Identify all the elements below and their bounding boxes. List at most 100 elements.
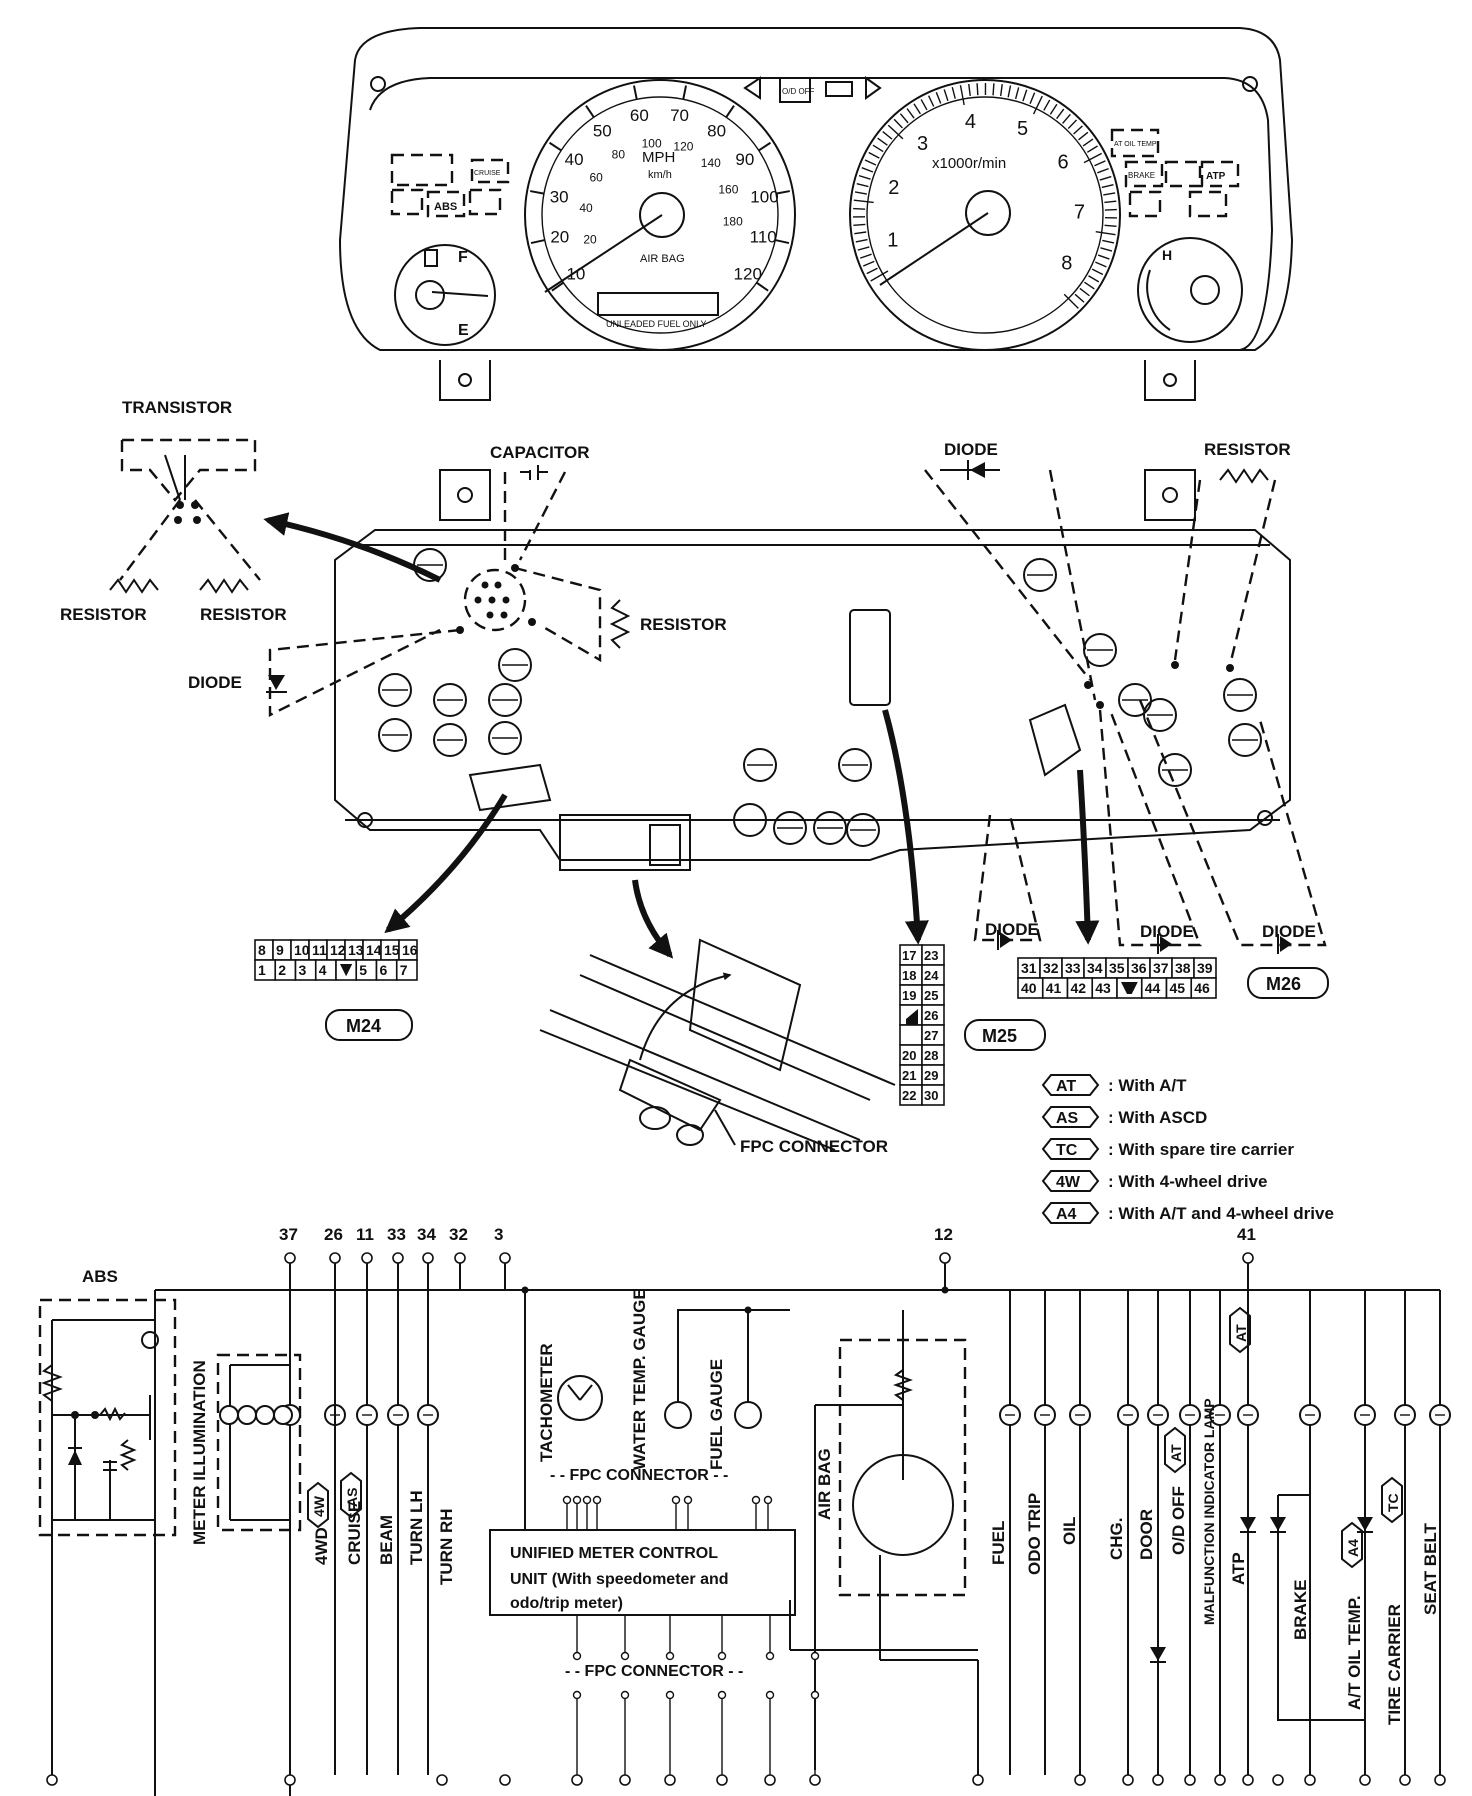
fpc-pin (671, 1495, 681, 1505)
option-tag: AT (1229, 1306, 1251, 1354)
bottom-pin (46, 1774, 58, 1786)
junction (521, 1286, 529, 1294)
unified-line1: UNIFIED METER CONTROL (510, 1545, 718, 1562)
tacho-tick (1062, 113, 1071, 124)
fpc-pin (562, 1495, 572, 1505)
speedo-kmh-number: 180 (723, 214, 743, 228)
tacho-tick (913, 103, 921, 115)
diode-b2-label: DIODE (1140, 922, 1194, 941)
resistor-left2-label: RESISTOR (200, 605, 287, 624)
speedo-mph-number: 100 (750, 187, 778, 206)
tacho-tick (877, 137, 888, 146)
legend-text: : With A/T (1108, 1076, 1187, 1095)
speedo-mph-number: 70 (670, 106, 689, 125)
connector-cell (899, 1024, 923, 1046)
speedo-mph-number: 20 (550, 228, 569, 247)
airbag-label: AIR BAG (640, 253, 685, 265)
tacho-tick (856, 183, 869, 188)
connector-pin-number: 42 (1071, 980, 1087, 996)
tacho-tick (976, 83, 979, 96)
bottom-pin (1152, 1774, 1164, 1786)
tacho-number: 3 (917, 133, 928, 155)
option-tag-shape (307, 1481, 329, 1529)
tacho-tick (870, 270, 889, 282)
bulb-socket (846, 813, 880, 847)
speedo-tick (530, 239, 545, 245)
connector-pin-number: 11 (312, 942, 327, 958)
speedo-kmh-number: 80 (612, 148, 626, 162)
fpc-pin (751, 1495, 761, 1505)
bottom-pin (1074, 1774, 1086, 1786)
od-off-lamp: O/D OFF (782, 87, 815, 96)
tacho-tick (1088, 275, 1100, 283)
top-pin (422, 1252, 434, 1264)
connector-pin-number: 44 (1145, 980, 1161, 996)
vertical-label-od-off: O/D OFF (1169, 1486, 1188, 1555)
diode-b1-label: DIODE (985, 920, 1039, 939)
vertical-label-atp: ATP (1229, 1552, 1248, 1585)
connector-pin-number: 40 (1021, 980, 1037, 996)
at-oil-temp-lamp: AT OIL TEMP (1114, 141, 1157, 148)
top-pin (1242, 1252, 1254, 1264)
connector-pin-number: 46 (1194, 980, 1210, 996)
water-temp-label: WATER TEMP. GAUGE (630, 1288, 649, 1470)
option-tag-code: AS (344, 1488, 360, 1507)
speedo-kmh-number: 140 (701, 156, 721, 170)
speedo-mph-number: 90 (735, 150, 754, 169)
bottom-pin (1399, 1774, 1411, 1786)
top-pin (939, 1252, 951, 1264)
connector-cell (1190, 977, 1217, 999)
tacho-tick (1104, 224, 1117, 228)
legend-code: TC (1056, 1142, 1078, 1159)
tacho-tick (935, 92, 942, 104)
speedo-tick (551, 281, 564, 292)
connector-pin-number: 5 (359, 962, 367, 978)
bottom-pin (1359, 1774, 1371, 1786)
bottom-pin (284, 1774, 296, 1786)
connector-pin-number: 27 (924, 1028, 938, 1043)
connector-pin-number: 12 (330, 942, 346, 958)
connector-cell (921, 1084, 945, 1106)
tacho-tick (858, 174, 871, 180)
bulb-socket (433, 723, 467, 757)
connector-pin-number: 22 (902, 1088, 916, 1103)
connector-pin-number: 23 (924, 948, 938, 963)
bulb-socket (813, 811, 847, 845)
tacho-tick (1079, 287, 1090, 297)
fpc-pin (763, 1495, 773, 1505)
connector-pin-number: 28 (924, 1048, 938, 1063)
tacho-ticks (853, 82, 1117, 309)
connector-pin-number: 2 (278, 962, 286, 978)
legend-code: AT (1056, 1078, 1076, 1095)
connector-pin-number: 34 (1087, 960, 1103, 976)
tacho-tick (853, 207, 866, 210)
bulb-socket (378, 673, 412, 707)
option-tag: 4W (307, 1481, 329, 1529)
tacho-tick (1101, 183, 1114, 189)
tacho-tick (882, 131, 893, 140)
fpc-pin (572, 1651, 582, 1661)
connector-pin-number: 15 (384, 942, 400, 958)
vertical-label-door: DOOR (1137, 1509, 1156, 1560)
tacho-tick (920, 99, 928, 111)
diode-top-label: DIODE (944, 440, 998, 459)
vertical-label-turn-rh: TURN RH (437, 1509, 456, 1586)
fpc-pin (810, 1651, 820, 1661)
legend-text: : With ASCD (1108, 1108, 1207, 1127)
connector-pin-number: 16 (402, 942, 418, 958)
m24-label: M24 (346, 1016, 381, 1036)
tacho-tick (1084, 281, 1095, 290)
mph-label: MPH (642, 149, 675, 166)
connector-key (1121, 982, 1138, 994)
fuel-e: E (458, 322, 469, 339)
connector-pin-number: 19 (902, 988, 916, 1003)
top-pin-number: 12 (934, 1225, 953, 1244)
tacho-tick (1063, 293, 1079, 309)
transistor-label: TRANSISTOR (122, 398, 232, 417)
tacho-tick (1094, 160, 1106, 167)
tacho-tick (1097, 254, 1110, 260)
tacho-number: 7 (1074, 201, 1085, 223)
connector-pin-number: 17 (902, 948, 916, 963)
